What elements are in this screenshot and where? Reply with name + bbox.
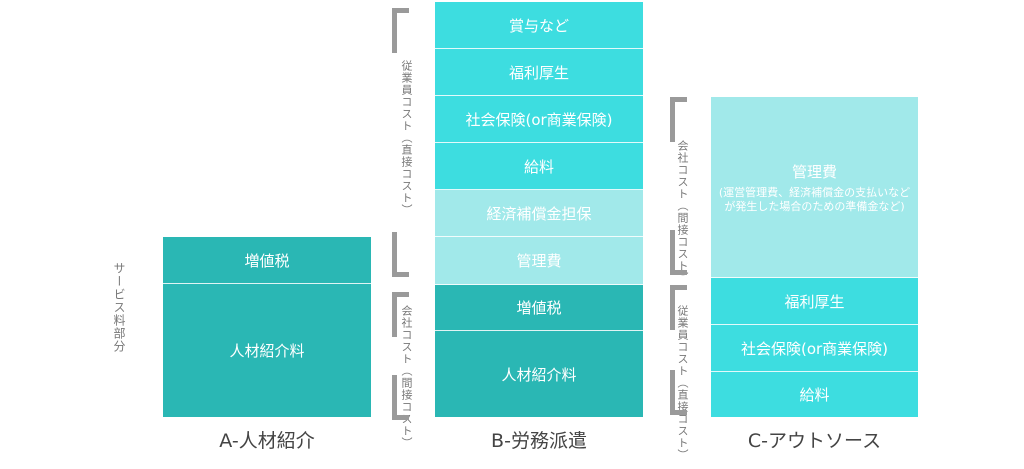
c-company-bracket-top (670, 97, 687, 142)
c-insurance-segment: 社会保険(or商業保険) (711, 325, 918, 372)
column-b-title: B-労務派遣 (491, 430, 587, 452)
b-recruit-fee-segment: 人材紹介料 (435, 331, 643, 417)
c-mgmt-fee-segment: 管理費 (運営管理費、経済補償金の支払いなどが発生した場合のための準備金など) (711, 97, 918, 278)
b-mgmt-fee-segment: 管理費 (435, 237, 643, 285)
column-c-outsourcing: 管理費 (運営管理費、経済補償金の支払いなどが発生した場合のための準備金など) … (711, 97, 918, 417)
b-vat-label: 増値税 (516, 299, 562, 317)
service-fee-label: サービス料部分 (112, 262, 126, 353)
b-compensation-deposit-segment: 経済補償金担保 (435, 190, 643, 237)
c-insurance-label: 社会保険(or商業保険) (740, 339, 889, 358)
b-welfare-label: 福利厚生 (508, 63, 569, 82)
b-salary-segment: 給料 (435, 143, 643, 190)
a-vat-label: 増値税 (244, 251, 290, 270)
b-welfare-segment: 福利厚生 (435, 49, 643, 96)
b-vat-segment: 増値税 (435, 285, 643, 331)
b-employee-bracket-bottom (392, 232, 409, 277)
c-mgmt-fee-note: (運営管理費、経済補償金の支払いなどが発生した場合のための準備金など) (718, 185, 911, 213)
b-compensation-deposit-label: 経済補償金担保 (486, 204, 592, 223)
column-a-title: A-人材紹介 (219, 430, 315, 452)
b-insurance-segment: 社会保険(or商業保険) (435, 96, 643, 143)
c-salary-label: 給料 (799, 386, 830, 404)
c-company-cost-label: 会社コスト（間接コスト） (676, 140, 689, 284)
b-recruit-fee-label: 人材紹介料 (501, 365, 577, 384)
c-company-bracket-bottom (670, 230, 687, 275)
b-employee-cost-label: 従業員コスト（直接コスト） (400, 60, 413, 216)
b-bonus-segment: 賞与など (435, 2, 643, 49)
c-mgmt-fee-label: 管理費 (791, 162, 837, 181)
c-employee-cost-label: 従業員コスト（直接コスト） (676, 305, 689, 461)
b-employee-bracket-top (392, 8, 409, 53)
a-recruit-fee-label: 人材紹介料 (229, 342, 305, 360)
a-recruit-fee-segment: 人材紹介料 (163, 284, 371, 417)
b-bonus-label: 賞与など (508, 16, 569, 35)
b-company-bracket-bottom (392, 375, 409, 420)
c-employee-bracket-top (670, 285, 687, 330)
column-a-recruitment: 増値税 人材紹介料 (163, 237, 371, 417)
b-mgmt-fee-label: 管理費 (516, 252, 562, 270)
c-welfare-label: 福利厚生 (784, 292, 845, 311)
b-company-bracket-top (392, 292, 409, 337)
c-welfare-segment: 福利厚生 (711, 278, 918, 325)
c-salary-segment: 給料 (711, 372, 918, 417)
a-vat-segment: 増値税 (163, 237, 371, 284)
column-b-staffing: 賞与など 福利厚生 社会保険(or商業保険) 給料 経済補償金担保 管理費 増値… (435, 2, 643, 417)
b-company-cost-label: 会社コスト（間接コスト） (400, 305, 413, 449)
c-employee-bracket-bottom (670, 370, 687, 415)
b-salary-label: 給料 (523, 157, 554, 176)
b-insurance-label: 社会保険(or商業保険) (465, 110, 613, 129)
column-c-title: C-アウトソース (747, 430, 882, 452)
